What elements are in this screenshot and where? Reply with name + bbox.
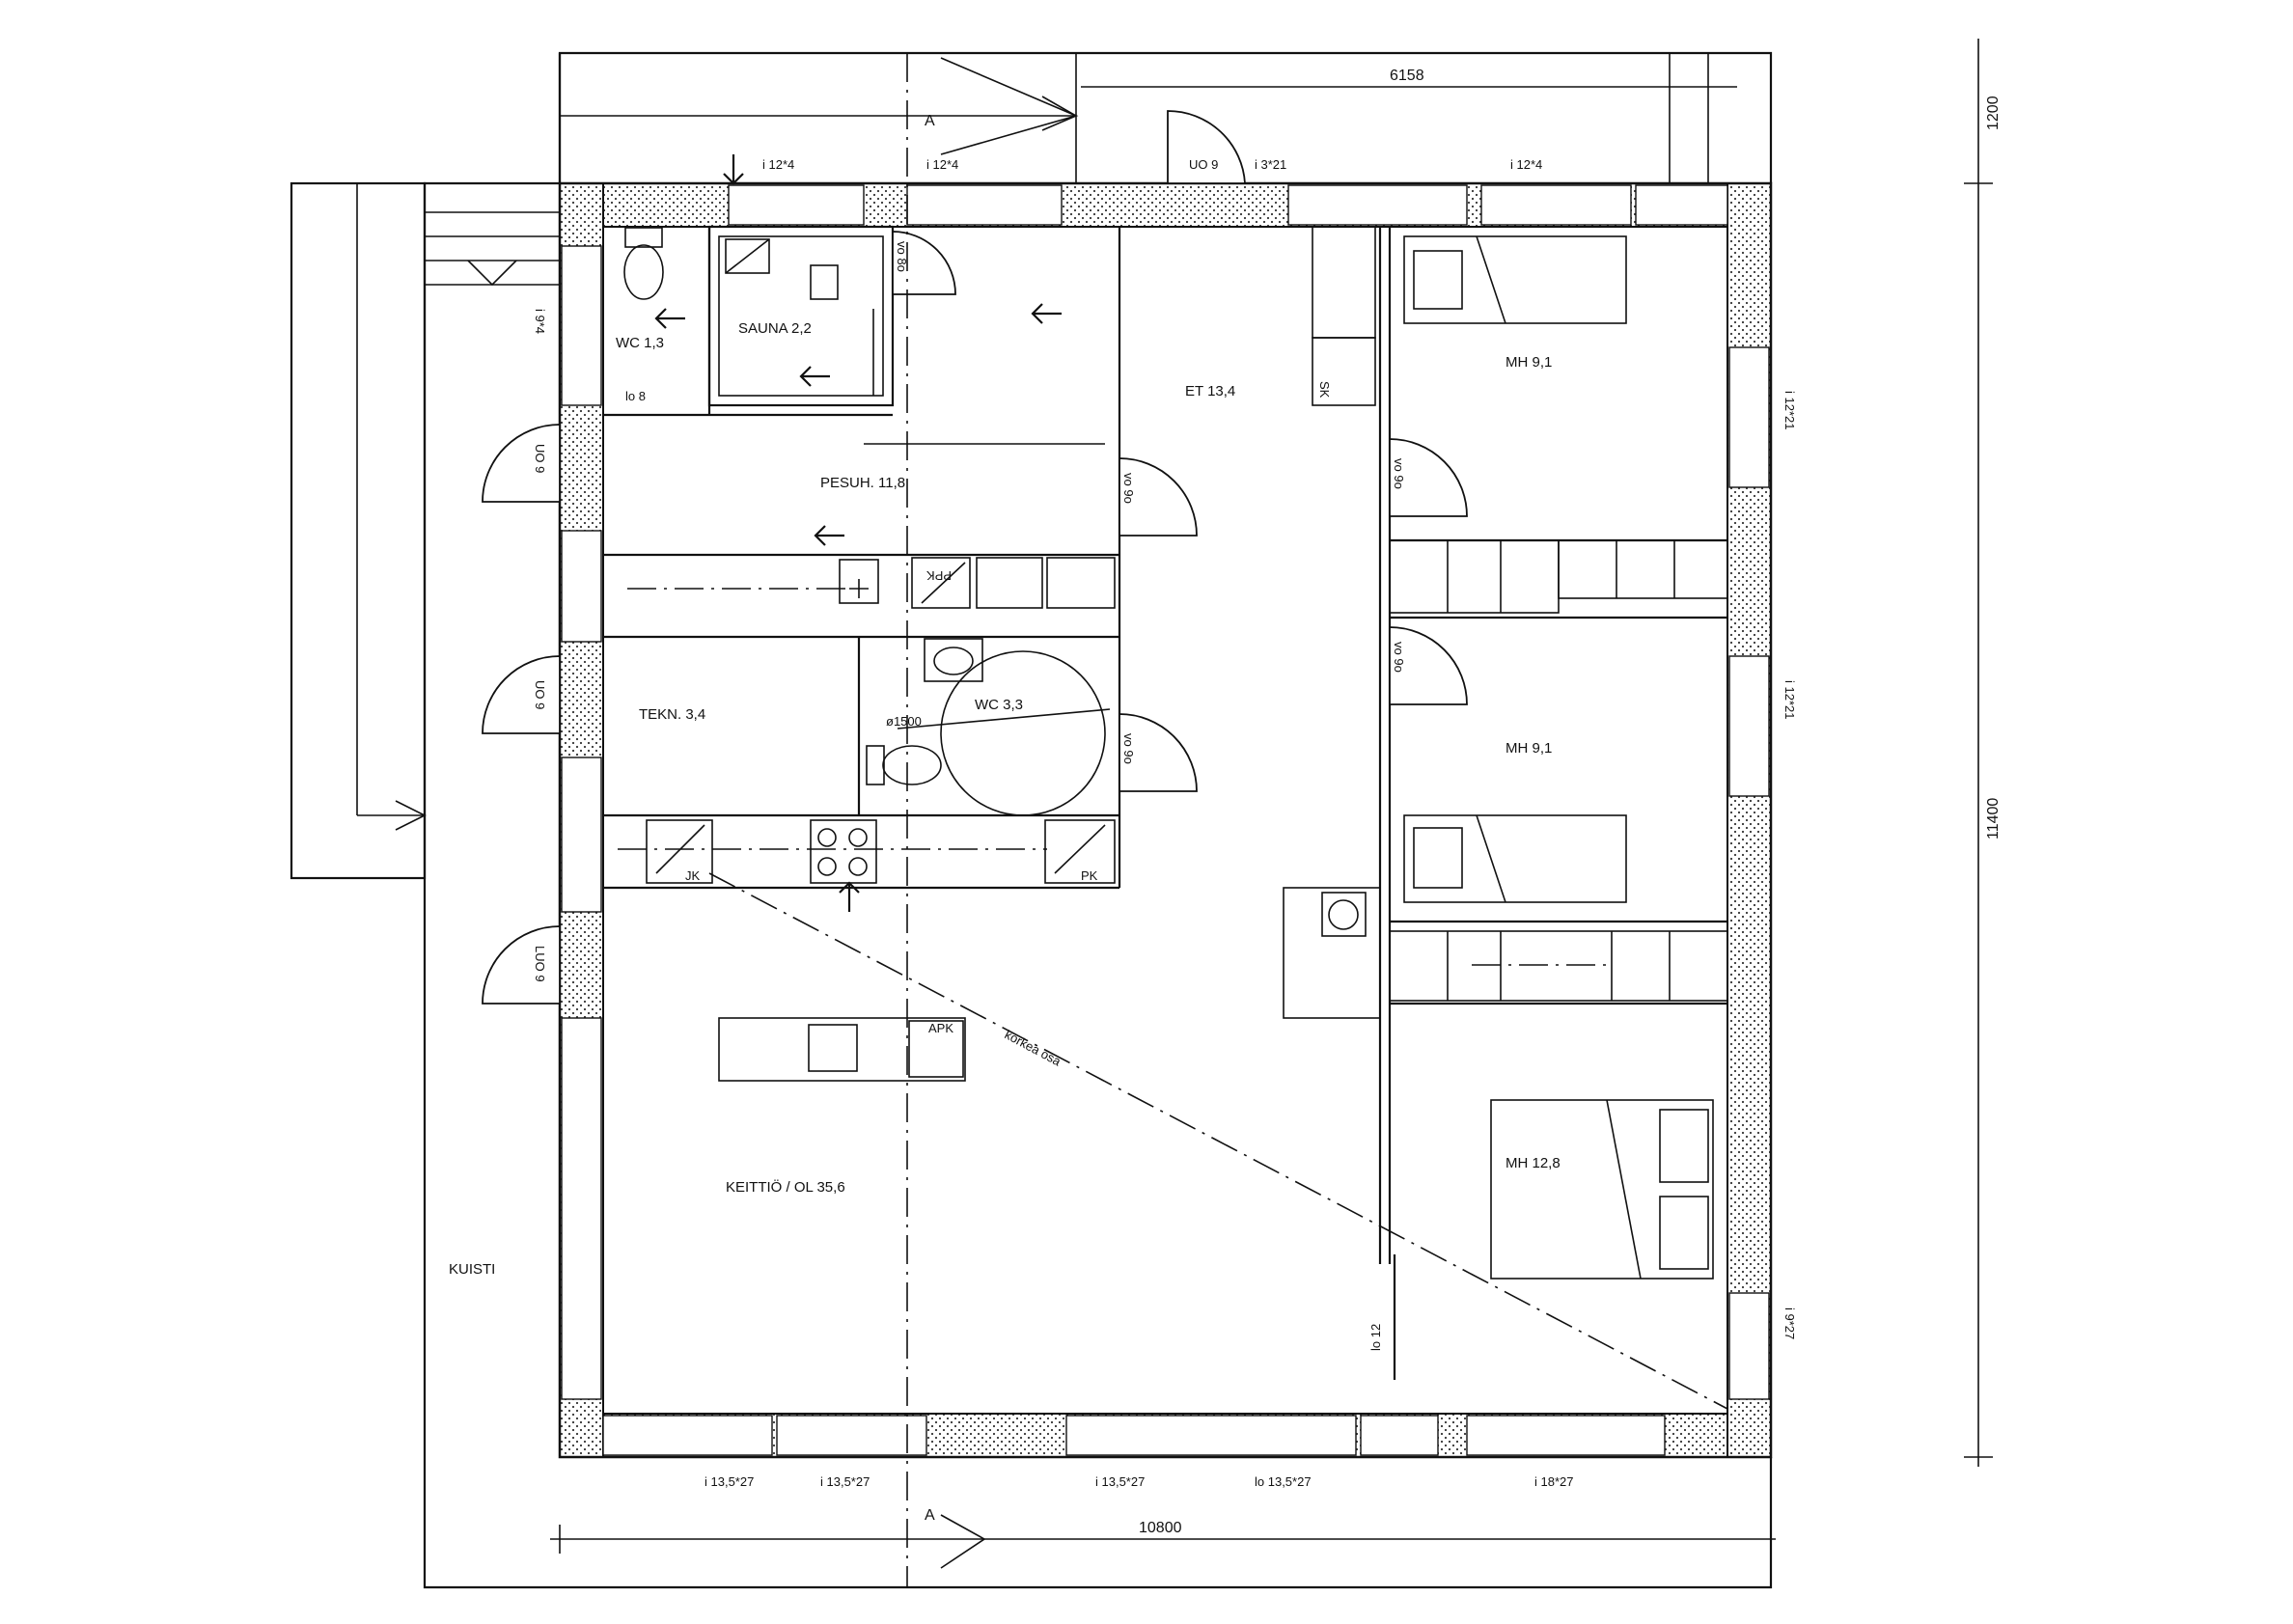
- room-label-et: ET 13,4: [1185, 383, 1235, 399]
- dim-total-width: 10800: [1139, 1520, 1182, 1536]
- window-label-right2: i 12*21: [1782, 680, 1797, 719]
- window-label-top4: i 12*4: [1510, 157, 1542, 172]
- room-label-wc2: WC 3,3: [975, 697, 1023, 713]
- fixture-label-apk: APK: [928, 1021, 953, 1035]
- doors: [482, 110, 1468, 1380]
- section-mark-top: A: [925, 113, 935, 129]
- room-label-sauna: SAUNA 2,2: [738, 320, 812, 337]
- dim-top-depth: 1200: [1985, 96, 2002, 130]
- fixture-label-pk: PK: [1081, 868, 1098, 883]
- room-label-kuisti: KUISTI: [449, 1261, 495, 1278]
- door-label-vo9-mh2: vo 9o: [1392, 642, 1406, 673]
- fixture-label-ppk: PPK: [926, 568, 952, 583]
- door-label-vo8: vo 8o: [895, 241, 909, 272]
- flow-arrows: [654, 154, 1062, 912]
- section-arrow-top: [940, 57, 1079, 155]
- door-label-uo9-left2: UO 9: [533, 680, 547, 709]
- room-label-mh1: MH 9,1: [1506, 354, 1552, 371]
- fixture-label-jk: JK: [685, 868, 701, 883]
- dim-total-height: 11400: [1985, 798, 2002, 840]
- room-label-tekn: TEKN. 3,4: [639, 706, 705, 723]
- interior-walls: [603, 227, 1727, 1264]
- window-label-bottom1: i 13,5*27: [704, 1474, 754, 1489]
- window-label-top1: i 12*4: [762, 157, 794, 172]
- bed-mh3: [1490, 1099, 1714, 1280]
- sink-wc2: [924, 638, 983, 682]
- door-label-vo9-mh1: vo 9o: [1392, 458, 1406, 489]
- section-mark-bottom: A: [925, 1507, 935, 1524]
- window-label-left1: i 9*4: [533, 309, 547, 334]
- wardrobes: [1389, 539, 1728, 1002]
- door-label-luo9: LUO 9: [533, 946, 547, 982]
- room-label-keittio: KEITTIÖ / OL 35,6: [726, 1178, 845, 1196]
- window-label-right3: i 9*27: [1782, 1307, 1797, 1339]
- dimension-lines: [550, 39, 1993, 1554]
- window-label-bottom4: lo 13,5*27: [1255, 1474, 1312, 1489]
- window-label-bottom3: i 13,5*27: [1095, 1474, 1145, 1489]
- wall-windows: [561, 184, 1770, 1456]
- room-label-mh3: MH 12,8: [1506, 1155, 1561, 1171]
- door-label-uo9-top: UO 9: [1189, 157, 1218, 172]
- toilet-wc1: [623, 227, 664, 300]
- bed-mh1: [1403, 235, 1627, 324]
- dim-top-width: 6158: [1390, 68, 1424, 84]
- section-arrow-bottom: [940, 1514, 986, 1569]
- section-lines: [618, 53, 1728, 1587]
- fixture-label-diameter: ø1500: [886, 714, 922, 729]
- door-label-lo8: lo 8: [625, 389, 646, 403]
- window-label-top3: i 3*21: [1255, 157, 1286, 172]
- outer-walls: [558, 181, 1773, 1459]
- window-label-top2: i 12*4: [926, 157, 958, 172]
- fixture-label-sk: SK: [1317, 381, 1332, 399]
- window-label-bottom2: i 13,5*27: [820, 1474, 870, 1489]
- room-label-pesuh: PESUH. 11,8: [820, 475, 905, 491]
- door-label-uo9-left1: UO 9: [533, 444, 547, 473]
- sauna-cabin: [707, 225, 895, 407]
- kitchen-counter: [646, 819, 1116, 1082]
- toilet-wc2: [866, 745, 942, 785]
- turning-circle: [897, 650, 1111, 816]
- entry-stairs: [290, 181, 560, 880]
- window-label-right1: i 12*21: [1782, 391, 1797, 429]
- door-label-vo9-pesuh: vo 9o: [1121, 473, 1136, 504]
- fixture-label-high-part: korkea osa: [1003, 1027, 1064, 1068]
- door-label-lo12: lo 12: [1368, 1324, 1383, 1351]
- washroom-bench: [839, 443, 1116, 609]
- window-label-bottom5: i 18*27: [1534, 1474, 1573, 1489]
- entrance-closets: [1283, 226, 1381, 1019]
- room-label-wc1: WC 1,3: [616, 335, 664, 351]
- bed-mh2: [1403, 814, 1627, 903]
- room-label-mh2: MH 9,1: [1506, 740, 1552, 757]
- door-label-vo9-wc: vo 9o: [1121, 733, 1136, 764]
